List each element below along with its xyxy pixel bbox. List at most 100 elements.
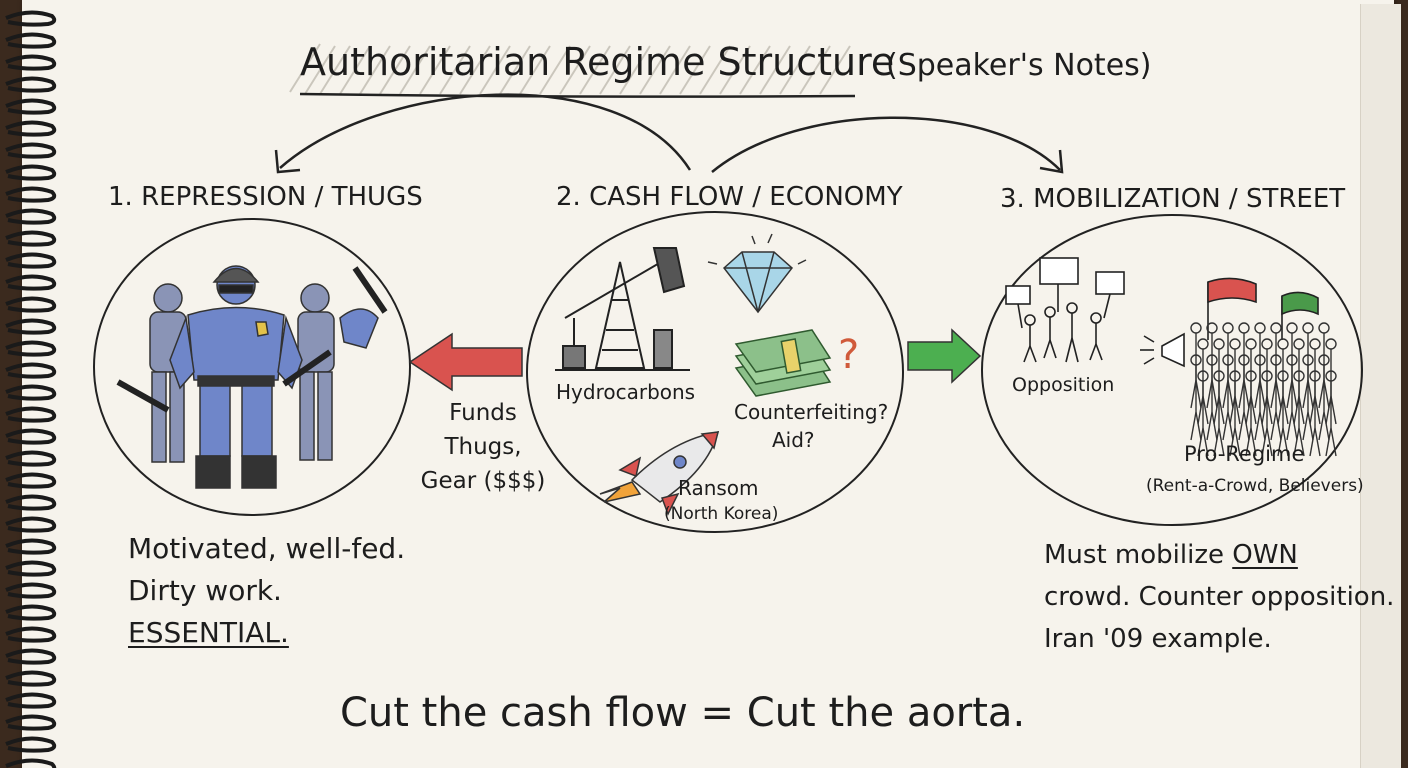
spiral-ring <box>5 450 57 467</box>
crowd-person <box>1309 370 1321 457</box>
spiral-ring <box>5 252 57 269</box>
mobilization-notes: Must mobilize OWN crowd. Counter opposit… <box>1044 534 1394 660</box>
repression-note-3: ESSENTIAL. <box>128 616 289 649</box>
arrow-cash-to-mobilization-head <box>1039 149 1064 174</box>
spiral-ring <box>5 120 57 137</box>
spiral-ring <box>5 32 57 49</box>
crowd-person <box>1277 370 1289 457</box>
crowd-person <box>1213 370 1225 457</box>
page-title: Authoritarian Regime Structure <box>300 40 895 84</box>
spiral-ring <box>5 626 57 643</box>
spiral-ring <box>5 274 57 291</box>
crowd-person <box>1190 354 1202 441</box>
spiral-ring <box>5 98 57 115</box>
arrow-cash-to-repression <box>279 93 692 171</box>
diamond-icon <box>707 233 807 314</box>
crowd-person <box>1254 354 1266 441</box>
crowd-icon <box>1190 322 1337 457</box>
spiral-ring <box>5 164 57 181</box>
megaphone-icon <box>1140 332 1185 368</box>
spiral-ring <box>5 296 57 313</box>
funds-label-line-2: Thugs, <box>444 434 522 460</box>
question-mark-icon: ? <box>838 332 859 378</box>
crowd-person <box>1325 338 1337 425</box>
pro-regime-label: Pro-Regime <box>1184 442 1305 466</box>
spiral-ring <box>5 494 57 511</box>
spiral-ring <box>5 736 57 753</box>
repression-circle <box>93 218 411 516</box>
crowd-person <box>1238 322 1250 409</box>
mobilization-heading: 3. MOBILIZATION / STREET <box>1000 184 1346 214</box>
spiral-ring <box>5 516 57 533</box>
page-subtitle: (Speaker's Notes) <box>886 48 1152 83</box>
spiral-ring <box>5 362 57 379</box>
funds-label: Funds Thugs, Gear ($$$) <box>414 396 552 498</box>
funds-label-line-1: Funds <box>449 400 517 426</box>
pro-regime-note: (Rent-a-Crowd, Believers) <box>1146 476 1364 496</box>
repression-notes: Motivated, well-fed. Dirty work. ESSENTI… <box>128 528 405 654</box>
crowd-person <box>1302 354 1314 441</box>
crowd-person <box>1222 354 1234 441</box>
mobilization-note-3: Iran '09 example. <box>1044 624 1272 654</box>
green-arrow <box>907 328 982 384</box>
crowd-person <box>1229 370 1241 457</box>
crowd-person <box>1238 354 1250 441</box>
ransom-note: (North Korea) <box>664 504 779 524</box>
ransom-label: Ransom <box>678 476 759 500</box>
spiral-ring <box>5 428 57 445</box>
hydrocarbons-label: Hydrocarbons <box>556 380 696 404</box>
mobilization-note-1: Must mobilize OWN <box>1044 534 1394 576</box>
spiral-binding <box>5 10 57 768</box>
spiral-ring <box>5 604 57 621</box>
protest-signs-icon <box>1005 257 1125 363</box>
crowd-person <box>1286 354 1298 441</box>
spiral-ring <box>5 692 57 709</box>
spiral-ring <box>5 406 57 423</box>
flag-icon <box>1207 277 1319 340</box>
arrow-cash-to-mobilization <box>711 116 1061 173</box>
page-stack-edge <box>1360 4 1401 768</box>
cash-flow-heading: 2. CASH FLOW / ECONOMY <box>556 182 903 212</box>
crowd-person <box>1325 370 1337 457</box>
crowd-person <box>1261 370 1273 457</box>
crowd-person <box>1270 354 1282 441</box>
mobilization-note-2: crowd. Counter opposition. <box>1044 582 1395 612</box>
title-underline <box>299 92 856 98</box>
repression-note-1: Motivated, well-fed. <box>128 532 406 565</box>
oil-pump-icon <box>555 247 690 371</box>
spiral-ring <box>5 340 57 357</box>
crowd-person <box>1197 370 1209 457</box>
conclusion-text: Cut the cash flow = Cut the aorta. <box>340 690 1026 736</box>
crowd-person <box>1206 354 1218 441</box>
mobilization-note-own: OWN <box>1232 540 1298 570</box>
spiral-ring <box>5 582 57 599</box>
spiral-ring <box>5 208 57 225</box>
spiral-ring <box>5 10 57 27</box>
cash-stack-icon <box>734 329 832 397</box>
crowd-person <box>1190 322 1202 409</box>
rocket-icon <box>599 431 720 516</box>
police-squad-icon <box>116 265 388 489</box>
spiral-ring <box>5 560 57 577</box>
crowd-person <box>1293 370 1305 457</box>
spiral-ring <box>5 384 57 401</box>
arrow-cash-to-repression-head <box>274 149 301 174</box>
title-scribble <box>289 43 851 95</box>
crowd-person <box>1318 354 1330 441</box>
counterfeiting-label: Counterfeiting? <box>734 400 889 424</box>
funds-red-arrow <box>408 332 523 392</box>
crowd-person <box>1245 370 1257 457</box>
mobilization-circle <box>981 214 1363 526</box>
spiral-ring <box>5 142 57 159</box>
spiral-ring <box>5 318 57 335</box>
crowd-person <box>1286 322 1298 409</box>
spiral-ring <box>5 670 57 687</box>
spiral-ring <box>5 186 57 203</box>
spiral-ring <box>5 648 57 665</box>
spiral-ring <box>5 54 57 71</box>
mobilization-note-1a: Must mobilize <box>1044 540 1224 570</box>
spiral-ring <box>5 758 57 768</box>
opposition-label: Opposition <box>1012 374 1115 396</box>
repression-note-2: Dirty work. <box>128 574 282 607</box>
